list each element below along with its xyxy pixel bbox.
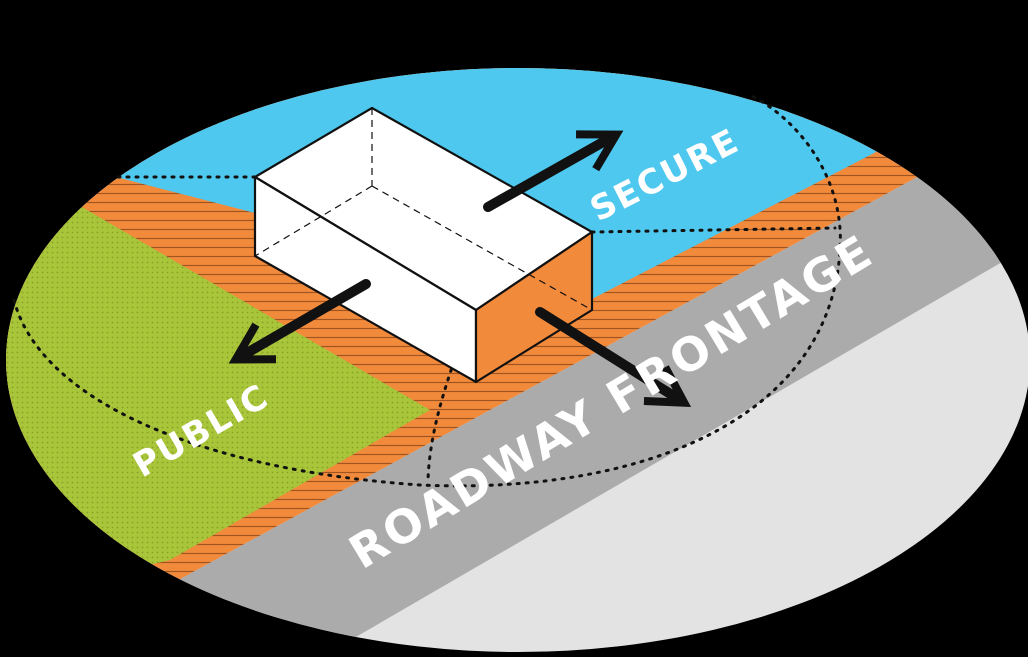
arrows xyxy=(228,130,692,407)
arrow-to-secure xyxy=(483,130,624,212)
building-hidden-edges xyxy=(254,108,593,311)
arrow-to-public xyxy=(228,279,371,364)
roadway-zone xyxy=(160,170,1028,652)
public-zone xyxy=(6,200,430,600)
dotted-radius-arc xyxy=(12,93,842,488)
building-block xyxy=(253,106,594,384)
arrow-to-roadway xyxy=(535,307,692,407)
